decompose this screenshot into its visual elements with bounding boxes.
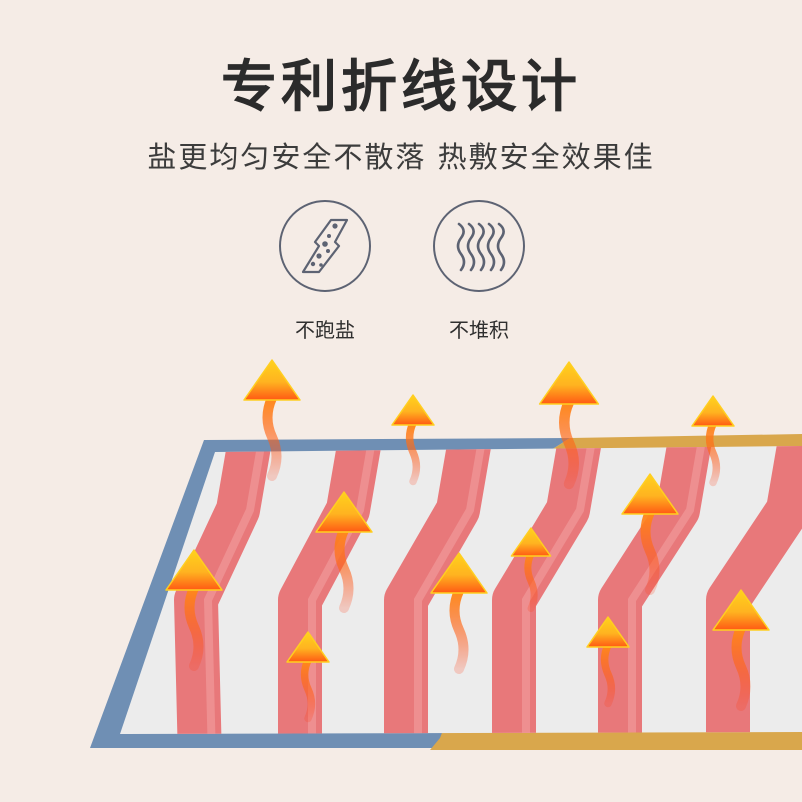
- feature-label: 不跑盐: [295, 318, 355, 342]
- feature-label: 不堆积: [449, 318, 509, 342]
- page-subtitle: 盐更均匀安全不散落 热敷安全效果佳: [147, 140, 655, 174]
- heat-arrow-icon: [430, 552, 488, 674]
- heat-arrow-icon: [315, 491, 373, 613]
- feature-no-salt-leak: 不跑盐: [255, 200, 395, 343]
- heat-arrow-icon: [391, 394, 435, 486]
- heat-arrow-icon: [586, 616, 630, 708]
- heat-arrow-icon: [538, 361, 600, 490]
- heat-arrow-icon: [286, 631, 330, 723]
- heat-arrow-icon: [510, 527, 552, 613]
- page-title: 专利折线设计: [221, 55, 581, 120]
- feature-no-piling: 不堆积: [409, 200, 549, 343]
- heat-arrow-icon: [621, 473, 679, 595]
- heat-arrow-icon: [691, 395, 735, 487]
- heat-arrow-icon: [165, 549, 223, 671]
- heat-arrow-icon: [712, 589, 770, 711]
- heat-arrows: [165, 359, 770, 723]
- salt-zigzag-icon: [279, 200, 371, 292]
- heat-arrow-icon: [243, 359, 301, 481]
- wavy-lines-icon: [433, 200, 525, 292]
